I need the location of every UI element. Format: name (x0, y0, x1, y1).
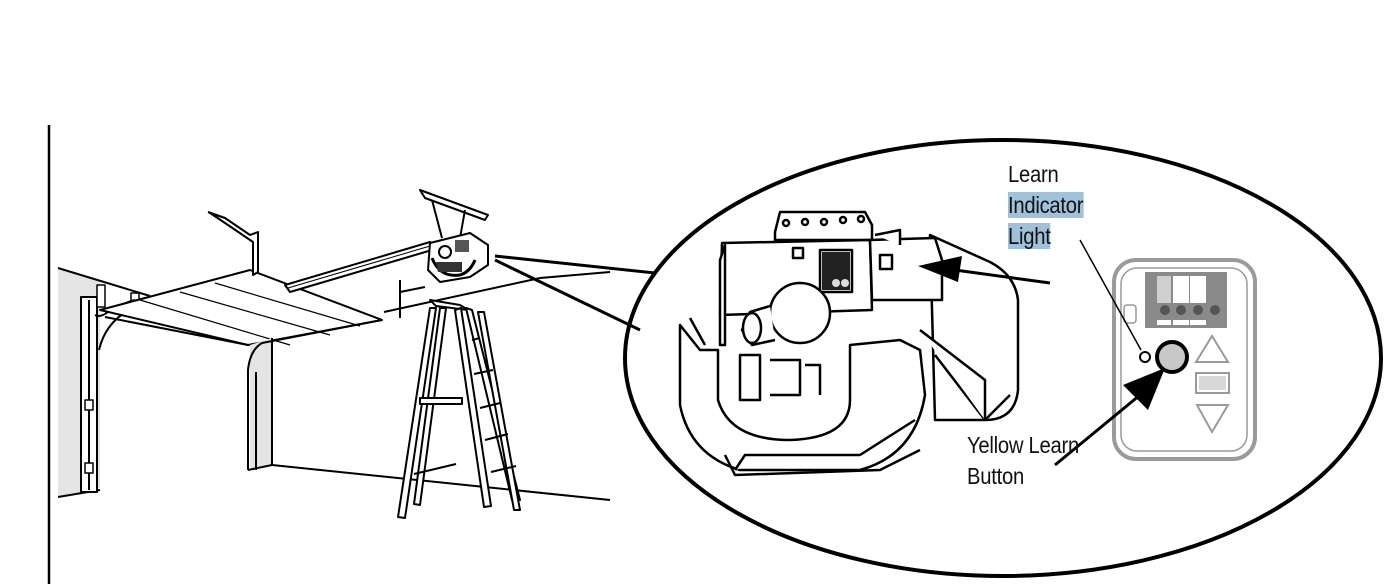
callout-line-top (494, 254, 656, 275)
yellow-learn-button-label: Yellow Learn Button (967, 430, 1079, 492)
learn-indicator-light-label: Learn Indicator Light (1008, 159, 1084, 252)
leader-line-indicator (1079, 239, 1142, 351)
label-line-indicator: Indicator (1008, 192, 1084, 218)
light-lens (678, 323, 927, 472)
label-line-learn: Learn (1008, 161, 1059, 187)
garage-scene (57, 189, 656, 501)
label-line-button: Button (967, 463, 1024, 489)
wall-control-panel (1112, 258, 1257, 461)
learn-indicator-light (1139, 351, 1151, 363)
label-line-yellow-learn: Yellow Learn (967, 432, 1079, 458)
up-arrow-icon (1194, 334, 1230, 363)
step-ladder (397, 299, 521, 519)
yellow-learn-button (1155, 340, 1189, 374)
down-arrow-icon (1195, 404, 1230, 435)
pointer-arrow-learn-button (1054, 368, 1165, 467)
terminal-block (1145, 272, 1227, 328)
garage-door-panel (99, 269, 383, 346)
pointer-arrow-motor (918, 256, 1051, 285)
label-line-light: Light (1008, 223, 1051, 249)
opener-unit-small (427, 232, 489, 283)
zoom-callout-ellipse (623, 138, 1383, 578)
opener-unit-large (678, 210, 1020, 477)
light-bulb (768, 281, 832, 345)
callout-line-bottom (494, 258, 641, 332)
